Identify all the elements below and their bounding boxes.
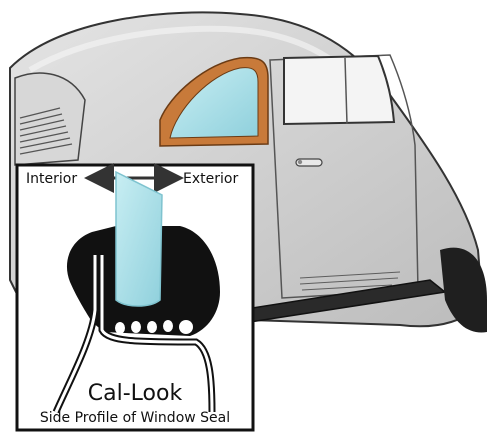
rear-quarter [14, 72, 86, 166]
door-handle-icon [295, 158, 323, 167]
seal-inset-panel: Interior Exterior Cal-Look Side Profile … [15, 163, 255, 432]
glass-pane [115, 170, 163, 307]
quarter-window-glass [169, 67, 259, 139]
rear-vents [19, 107, 73, 155]
door-outline [269, 54, 419, 299]
rear-tire [440, 247, 487, 333]
interior-label: Interior [26, 171, 77, 187]
brand-label: Cal-Look [88, 381, 183, 406]
side-window [283, 54, 396, 126]
body-panel-lines [52, 255, 216, 414]
seal-holes [115, 320, 193, 334]
caption-label: Side Profile of Window Seal [40, 410, 230, 426]
exterior-label: Exterior [183, 171, 238, 187]
door-fine-print [299, 271, 401, 291]
